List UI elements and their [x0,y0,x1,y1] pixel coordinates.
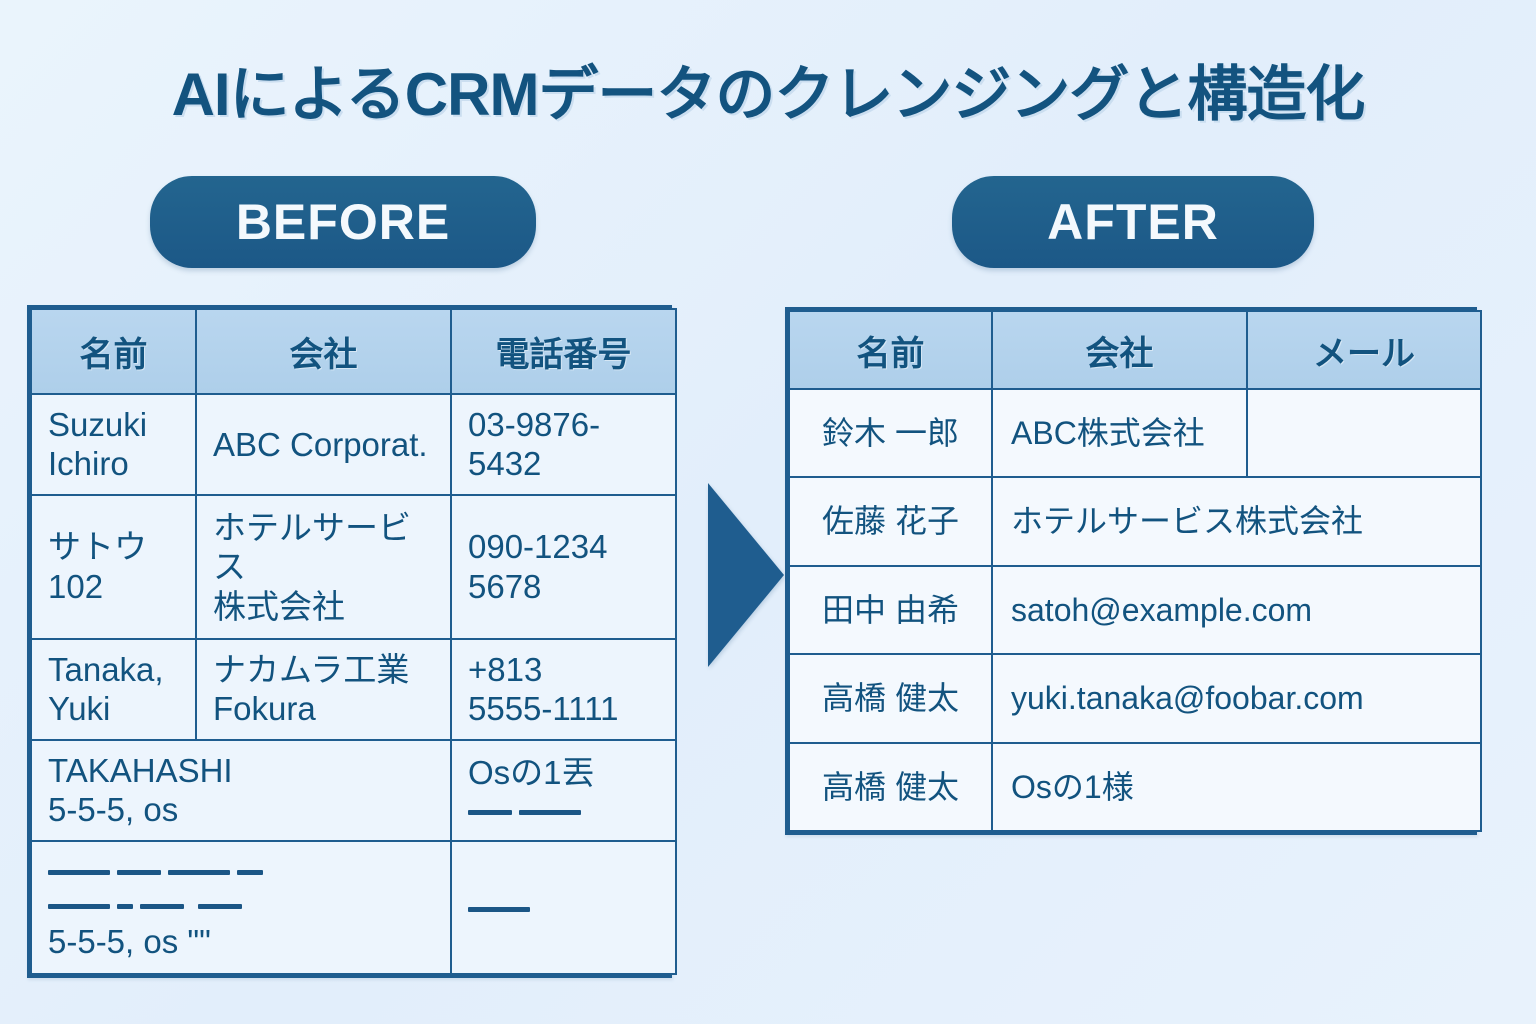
cell-company: ABC株式会社 [991,387,1248,479]
cell-phone: 090-1234 5678 [450,493,677,640]
column-header-name: 名前 [788,310,993,390]
table-row: TAKAHASHI 5-5-5, os Osの1丟 [30,738,677,842]
cell-company: ABC Corporat. [195,393,452,496]
cell-phone: +813 5555-1111 [450,637,677,741]
cell-name: サトウ 102 [30,493,197,640]
cell-company-email-merged: satoh@example.com [991,564,1482,656]
cell-phone: 03-9876- 5432 [450,393,677,496]
table-header-row: 名前 会社 電話番号 [30,308,677,395]
table-row: 5-5-5, os "" [30,839,677,976]
table-row: 佐藤 花子 ホテルサービス株式会社 [788,476,1482,567]
badge-before-label: BEFORE [235,194,451,250]
garbled-dashes [48,888,434,923]
cell-company: ナカムラ工業 Fokura [195,637,452,741]
table-row: Tanaka, Yuki ナカムラ工業 Fokura +813 5555-111… [30,637,677,741]
table-header-row: 名前 会社 メール [788,310,1482,390]
cell-name: 高橋 健太 [788,653,993,744]
cell-name: Tanaka, Yuki [30,637,197,741]
page-title: AIによるCRMデータのクレンジングと構造化 [171,61,1366,128]
table-row: 高橋 健太 yuki.tanaka@foobar.com [788,653,1482,744]
cell-name-company-merged: 5-5-5, os "" [30,839,452,976]
right-triangle-arrow-icon [708,483,784,667]
column-header-company: 会社 [195,308,452,395]
cell-company-email-merged: Osの1様 [991,741,1482,833]
cell-company: ホテルサービス 株式会社 [195,493,452,640]
garbled-dashes [48,853,434,888]
garbled-dashes [468,793,659,828]
cell-name: Suzuki Ichiro [30,393,197,496]
cell-name-company-merged: TAKAHASHI 5-5-5, os [30,738,452,842]
after-table: 名前 会社 メール 鈴木 一郎 ABC株式会社 佐藤 花子 ホテルサービス株式会… [785,307,1482,835]
before-table: 名前 会社 電話番号 Suzuki Ichiro ABC Corporat. 0… [27,305,677,978]
cell-name: 田中 由希 [788,564,993,656]
cell-name: 鈴木 一郎 [788,387,993,479]
garbled-dashes [468,890,659,925]
table-row: Suzuki Ichiro ABC Corporat. 03-9876- 543… [30,393,677,496]
badge-before: BEFORE [150,176,536,268]
cell-name: 高橋 健太 [788,741,993,833]
table-row: 高橋 健太 Osの1様 [788,741,1482,833]
cell-phone [450,839,677,976]
cell-name: 佐藤 花子 [788,476,993,567]
badge-after-label: AFTER [1047,194,1219,250]
table-row: 鈴木 一郎 ABC株式会社 [788,387,1482,479]
cell-company-email-merged: ホテルサービス株式会社 [991,476,1482,567]
table-row: 田中 由希 satoh@example.com [788,564,1482,656]
column-header-company: 会社 [991,310,1248,390]
column-header-email: メール [1246,310,1482,390]
cell-phone: Osの1丟 [450,738,677,842]
table-row: サトウ 102 ホテルサービス 株式会社 090-1234 5678 [30,493,677,640]
cell-company-email-merged: yuki.tanaka@foobar.com [991,653,1482,744]
column-header-name: 名前 [30,308,197,395]
cell-email [1246,387,1482,479]
column-header-phone: 電話番号 [450,308,677,395]
badge-after: AFTER [952,176,1314,268]
